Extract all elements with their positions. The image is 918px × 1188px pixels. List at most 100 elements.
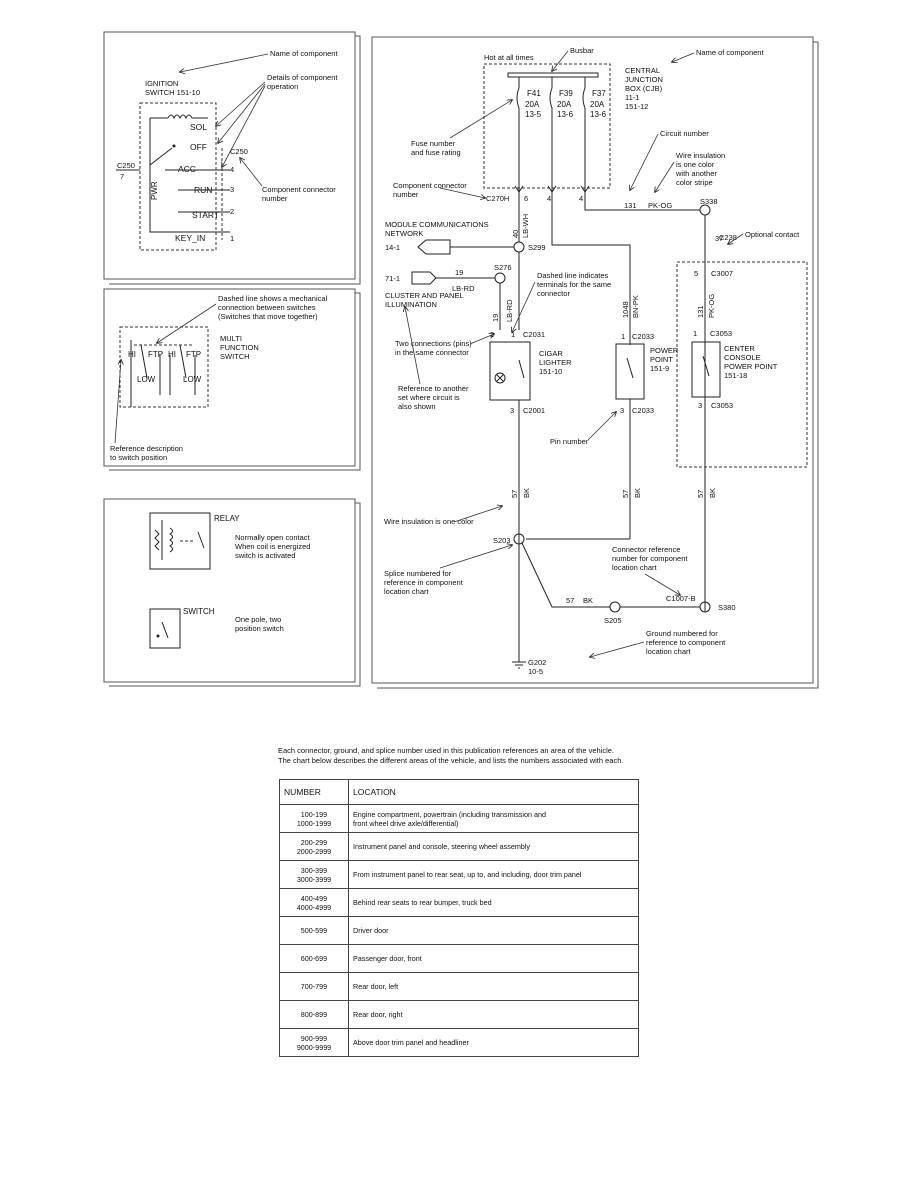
pin-4: 4 xyxy=(230,165,234,174)
two-conn: Two connections (pins) xyxy=(395,339,472,348)
cluster-connector xyxy=(411,271,437,285)
row-num-2: 2000-2999 xyxy=(296,846,332,856)
ref-another-3: also shown xyxy=(398,402,436,411)
s203: S203 xyxy=(493,536,511,545)
cjb-box xyxy=(483,63,611,189)
row-loc: Passenger door, front xyxy=(353,954,422,963)
details-callout-2: operation xyxy=(267,82,298,91)
wire-bk-a: BK xyxy=(522,488,531,498)
busbar-label: Busbar xyxy=(570,46,594,55)
row-num: 200-299 xyxy=(300,837,328,847)
component-name: IGNITION xyxy=(145,79,178,88)
mcn-2: NETWORK xyxy=(385,229,423,238)
cigar-name-2: LIGHTER xyxy=(539,358,572,367)
component-name-2: SWITCH 151-10 xyxy=(145,88,200,97)
intro-line-2: The chart below describes the different … xyxy=(278,755,624,765)
c1007: C1007-B xyxy=(666,594,696,603)
row-num: 400-499 xyxy=(300,893,328,903)
power-name-2: POINT xyxy=(650,355,673,364)
dashed-callout-3: (Switches that move together) xyxy=(218,312,318,321)
console-name-4: 151-18 xyxy=(724,371,747,380)
fuse-callout-2: and fuse rating xyxy=(411,148,461,157)
pos-key-in: KEY_IN xyxy=(175,233,205,243)
dashed-callout-right: Dashed line indicates xyxy=(537,271,609,280)
pin-6: 6 xyxy=(524,194,528,203)
fuse-f37-rating: 20A xyxy=(590,100,605,109)
wire-lb-rd-b: LB-RD xyxy=(505,299,514,322)
switch-desc: One pole, two xyxy=(235,615,281,624)
relay-desc-2: When coil is energized xyxy=(235,542,310,551)
power-name: POWER xyxy=(650,346,679,355)
pin-1: 1 xyxy=(230,234,234,243)
wire-pk-og-b: PK-OG xyxy=(707,294,716,318)
conn-ref-callout-3: location chart xyxy=(612,563,658,572)
c2031: C2031 xyxy=(523,330,545,339)
fuse-f41: F41 xyxy=(527,89,541,98)
c3007: C3007 xyxy=(711,269,733,278)
table-row: 700-799 Rear door, left xyxy=(279,972,639,1001)
cjb-name-2: JUNCTION xyxy=(625,75,663,84)
g202-ref: 10-5 xyxy=(528,667,543,676)
c3053a: C3053 xyxy=(710,329,732,338)
wire-bk-d: BK xyxy=(583,596,593,605)
power-name-3: 151-9 xyxy=(650,364,669,373)
pwr-label: PWR xyxy=(150,181,159,200)
cjb-name: CENTRAL xyxy=(625,66,660,75)
row-num: 800-899 xyxy=(300,1010,328,1019)
row-num-2: 3000-3999 xyxy=(296,874,332,884)
panel-ignition-switch: Name of component IGNITION SWITCH 151-10… xyxy=(103,31,361,285)
row-loc: Behind rear seats to rear bumper, truck … xyxy=(353,898,492,907)
conn-ref-callout: Connector reference xyxy=(612,545,680,554)
panel-multifunction-switch: Dashed line shows a mechanical connectio… xyxy=(103,288,361,471)
row-loc: Instrument panel and console, steering w… xyxy=(353,842,530,851)
cjb-name-4: 11-1 xyxy=(625,93,639,102)
row-num-2: 9000-9999 xyxy=(296,1042,332,1052)
ground-callout-2: reference to component xyxy=(646,638,726,647)
ftp-left: FTP xyxy=(148,350,163,359)
row-num: 900-999 xyxy=(300,1033,328,1043)
header-location: LOCATION xyxy=(348,779,639,805)
mf-switch-name: MULTI xyxy=(220,334,242,343)
s276: S276 xyxy=(494,263,512,272)
name-callout-right: Name of component xyxy=(696,48,764,57)
wire-131b: 131 xyxy=(696,305,705,318)
pin-4a: 4 xyxy=(547,194,551,203)
c270h: C270H xyxy=(486,194,509,203)
cigar-name-3: 151-10 xyxy=(539,367,562,376)
row-loc: Engine compartment, powertrain (includin… xyxy=(353,809,546,819)
insul-callout-2: is one color xyxy=(676,160,715,169)
wire-57d: 57 xyxy=(566,596,574,605)
table-row: 800-899 Rear door, right xyxy=(279,1000,639,1029)
dashed-callout-right-2: terminals for the same xyxy=(537,280,611,289)
fuse-f39: F39 xyxy=(559,89,573,98)
splice-s380 xyxy=(699,601,711,613)
ref-14-1: 14-1 xyxy=(385,243,400,252)
c250-right: C250 xyxy=(230,147,248,156)
console-name: CENTER xyxy=(724,344,755,353)
mf-switch-name-2: FUNCTION xyxy=(220,343,259,352)
s299: S299 xyxy=(528,243,546,252)
row-num: 500-599 xyxy=(300,926,328,935)
pin-5: 5 xyxy=(694,269,698,278)
dashed-callout-2: connection between switches xyxy=(218,303,316,312)
conn-callout-2: number xyxy=(393,190,419,199)
s380: S380 xyxy=(718,603,736,612)
pos-off: OFF xyxy=(190,142,207,152)
switch-label: SWITCH xyxy=(183,607,215,616)
c250-left: C250 xyxy=(117,161,135,170)
wire-lb-rd-a: LB-RD xyxy=(452,284,475,293)
cluster-2: ILLUMINATION xyxy=(385,300,437,309)
wire-bk-b: BK xyxy=(633,488,642,498)
row-num: 700-799 xyxy=(300,982,328,991)
pin-4b: 4 xyxy=(579,194,583,203)
pos-sol: SOL xyxy=(190,122,207,132)
splice-s203 xyxy=(513,533,525,545)
details-callout: Details of component xyxy=(267,73,338,82)
pin-2: 2 xyxy=(230,207,234,216)
